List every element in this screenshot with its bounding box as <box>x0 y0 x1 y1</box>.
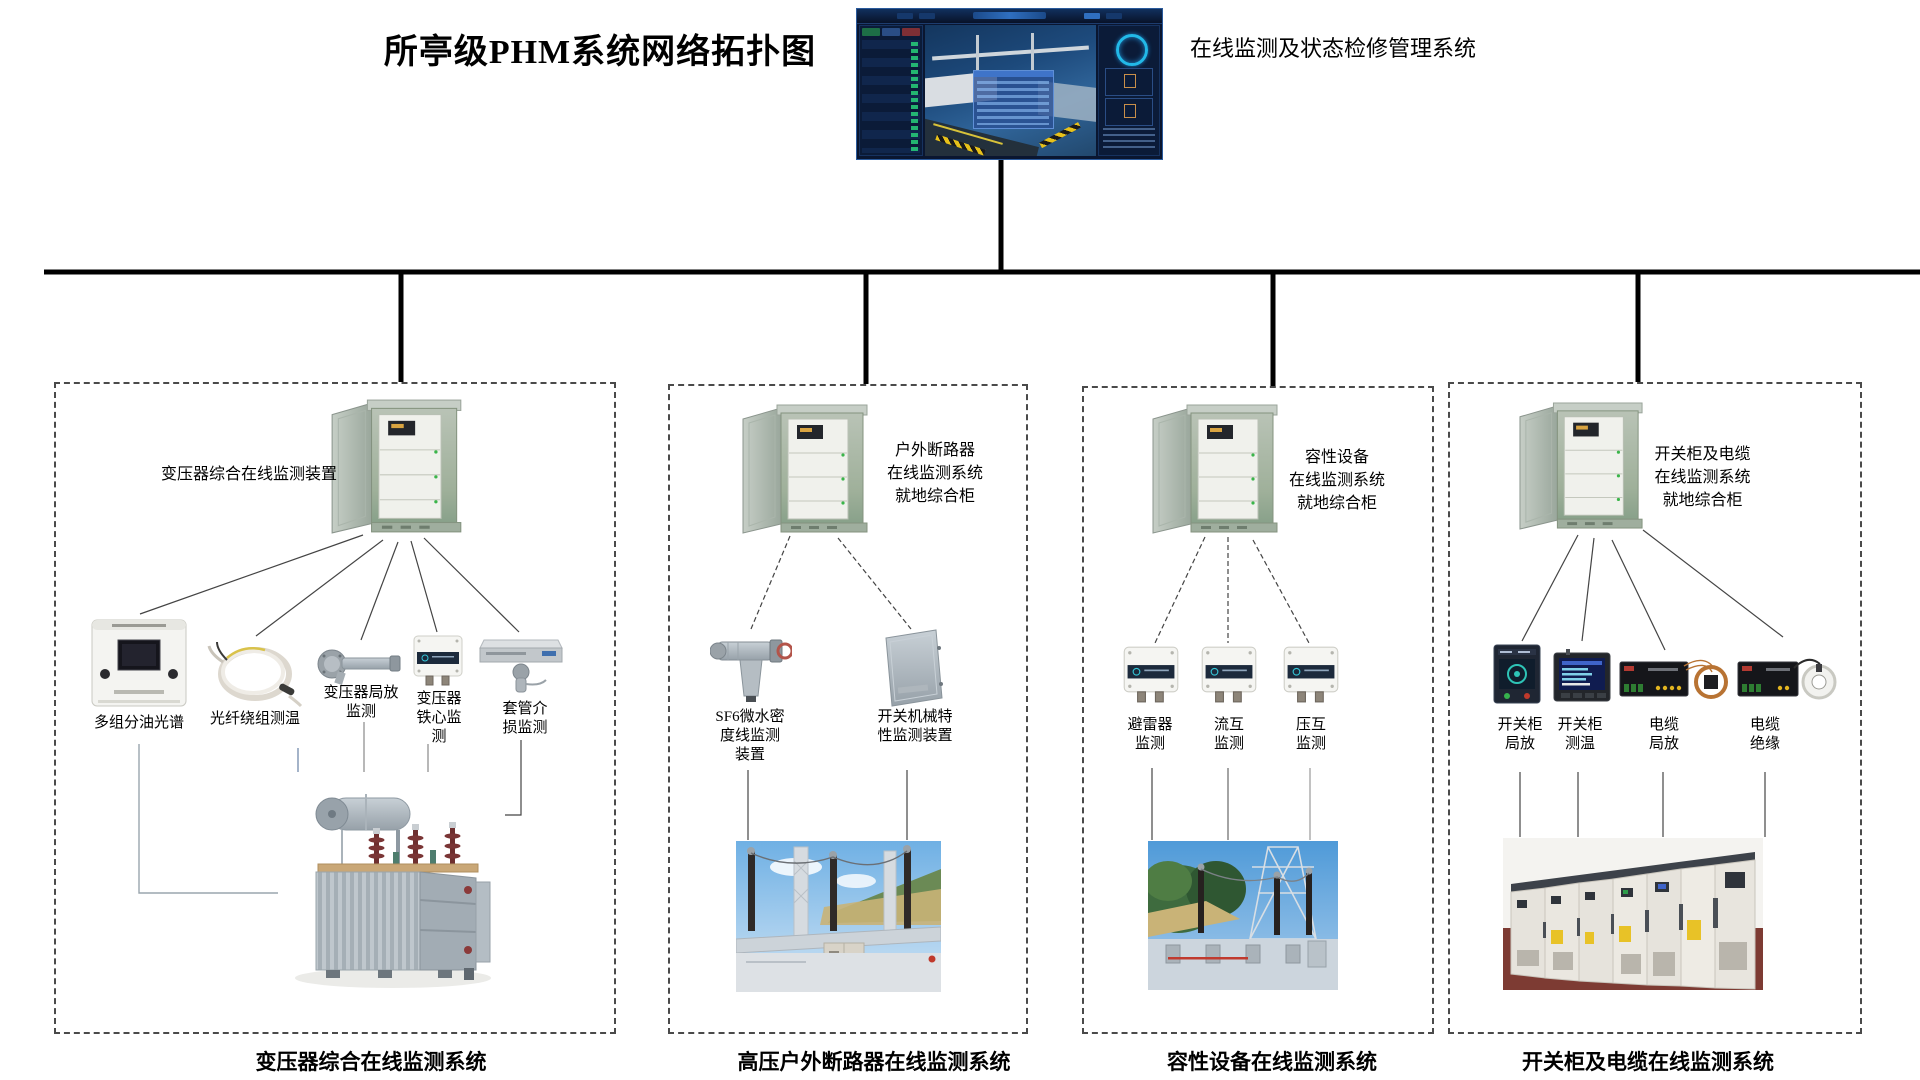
cable-insulation-monitor-illustration <box>1737 658 1837 700</box>
switchgear-temp-meter-illustration <box>1553 649 1611 702</box>
device-label: SF6微水密 度线监测 装置 <box>715 709 785 763</box>
device-label: 开关柜 局放 <box>1497 717 1543 752</box>
system-box-transformer <box>54 382 616 1034</box>
sf6-sensor-illustration <box>710 639 792 702</box>
cabinet-label: 变压器综合在线监测装置 <box>160 466 337 483</box>
monitor-status-chips <box>862 28 920 38</box>
monitor-tab <box>1084 13 1100 19</box>
device-label: 开关柜 测温 <box>1557 717 1603 752</box>
system-box-switchgear-cable <box>1448 382 1862 1034</box>
device-label: 变压器 铁心监 测 <box>416 691 462 745</box>
transformer-photo <box>278 772 504 996</box>
mechanical-monitor-illustration <box>885 629 943 707</box>
management-system-screenshot <box>856 8 1163 160</box>
monitor-tab <box>897 13 913 19</box>
monitor-3d-scene <box>925 25 1096 156</box>
core-monitor-transmitter-illustration <box>412 634 464 686</box>
device-label: 多组分油光谱 <box>93 715 184 731</box>
monitor-card <box>1105 98 1153 126</box>
bushing-monitor-illustration <box>479 639 563 693</box>
device-label: 电缆 绝缘 <box>1749 717 1780 752</box>
device-label: 压互 监测 <box>1295 717 1326 752</box>
system-box-capacitive <box>1082 386 1434 1034</box>
device-label: 变压器局放 监测 <box>323 685 399 720</box>
cable-pd-monitor-illustration <box>1619 659 1728 699</box>
cabinet-label: 容性设备 在线监测系统 就地综合柜 <box>1288 449 1385 512</box>
device-label: 套管介 损监测 <box>502 701 548 736</box>
device-label: 避雷器 监测 <box>1127 717 1173 752</box>
system-caption-switchgear-cable: 开关柜及电缆在线监测系统 <box>1522 1050 1774 1074</box>
device-label: 电缆 局放 <box>1648 717 1679 752</box>
switchgear-room-photo <box>1503 838 1763 990</box>
monitor-gauge <box>1116 34 1148 66</box>
cabinet-label: 户外断路器 在线监测系统 就地综合柜 <box>886 442 983 505</box>
system-caption-capacitive: 容性设备在线监测系统 <box>1167 1050 1377 1074</box>
management-system-label: 在线监测及状态检修管理系统 <box>1190 36 1477 61</box>
monitor-status-leds <box>911 40 918 153</box>
cabinet-illustration <box>330 398 465 535</box>
outdoor-breaker-photo <box>736 841 941 992</box>
pd-probe-illustration <box>317 649 401 685</box>
cabinet-label: 开关柜及电缆 在线监测系统 就地综合柜 <box>1654 446 1751 509</box>
ct-monitor-illustration <box>1200 645 1258 703</box>
monitor-right-panel <box>1098 25 1160 156</box>
monitor-log-lines <box>1103 128 1155 152</box>
oil-spectrum-analyzer-illustration <box>91 619 187 707</box>
pt-monitor-illustration <box>1282 645 1340 703</box>
system-box-breaker <box>668 384 1028 1034</box>
switchgear-pd-monitor-illustration <box>1493 644 1541 704</box>
monitor-header-bar <box>857 9 1162 24</box>
device-label: 光纤绕组测温 <box>209 711 300 727</box>
monitor-card <box>1105 68 1153 96</box>
monitor-device-list <box>862 40 920 153</box>
fiber-optic-coil-illustration <box>207 641 303 708</box>
monitor-popup-panel <box>972 69 1054 130</box>
page-title: 所亭级PHM系统网络拓扑图 <box>383 34 817 71</box>
capacitive-equipment-photo <box>1148 841 1338 990</box>
monitor-tab <box>1106 13 1122 19</box>
monitor-title-bar <box>972 12 1047 19</box>
monitor-tab <box>919 13 935 19</box>
system-caption-breaker: 高压户外断路器在线监测系统 <box>737 1050 1011 1074</box>
monitor-left-panel <box>859 25 923 156</box>
device-label: 流互 监测 <box>1213 717 1244 752</box>
arrester-monitor-illustration <box>1122 645 1180 703</box>
system-caption-transformer: 变压器综合在线监测系统 <box>255 1050 487 1074</box>
device-label: 开关机械特 性监测装置 <box>877 709 953 744</box>
